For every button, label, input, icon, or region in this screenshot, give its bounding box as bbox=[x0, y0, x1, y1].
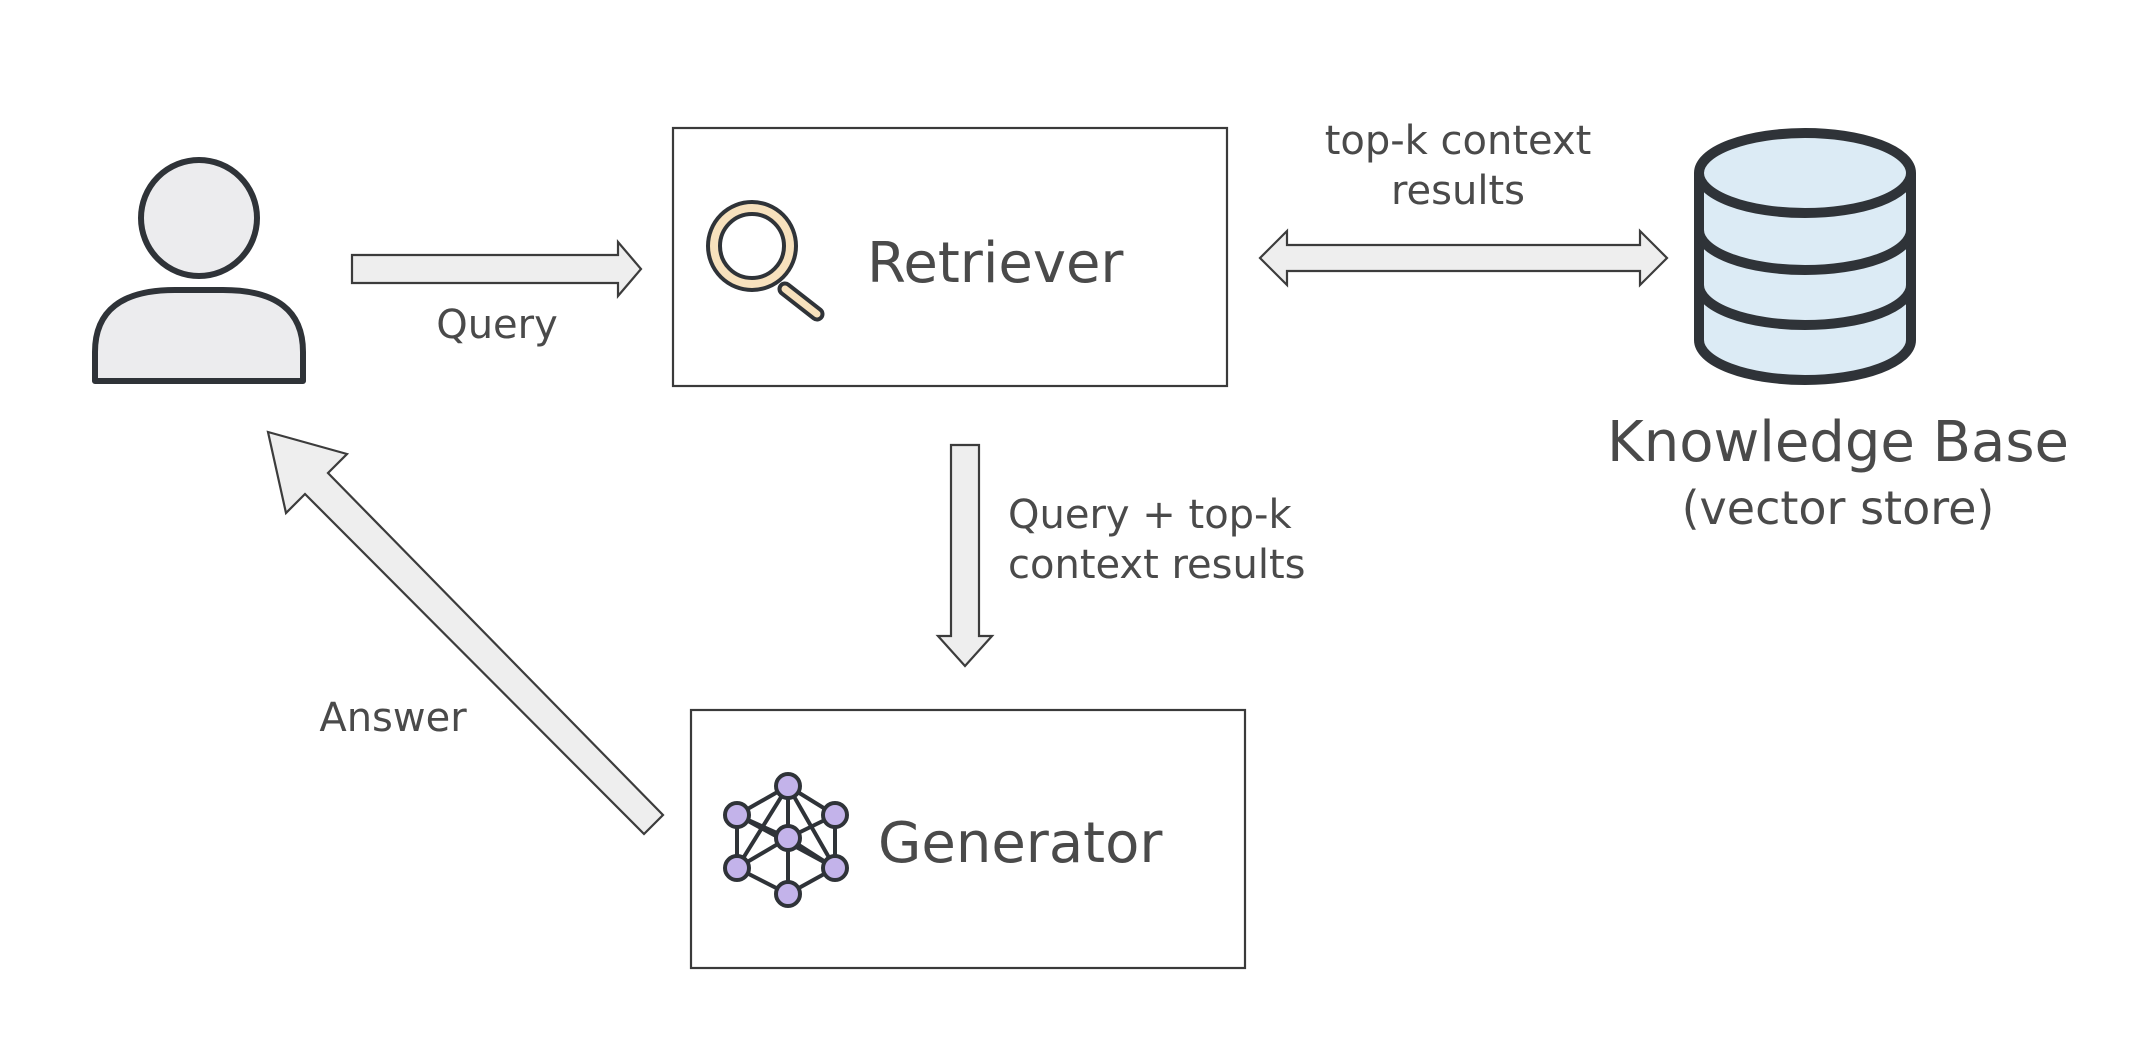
answer-arrow-shape bbox=[266, 430, 665, 836]
topk-context-label-line1: top-k context bbox=[1325, 118, 1592, 164]
generator-label: Generator bbox=[878, 811, 1163, 876]
database-icon bbox=[1694, 128, 1916, 385]
user-icon bbox=[92, 157, 306, 384]
knowledge-base-label: Knowledge Base bbox=[1607, 410, 2069, 475]
knowledge-base-sublabel: (vector store) bbox=[1682, 481, 1995, 535]
magnifier-icon bbox=[706, 200, 825, 322]
answer-label: Answer bbox=[319, 695, 467, 741]
neural-network-icon bbox=[723, 772, 849, 908]
retriever-label: Retriever bbox=[867, 231, 1124, 296]
query-arrow bbox=[350, 239, 643, 299]
topk-context-label-line2: results bbox=[1391, 168, 1525, 214]
context-double-arrow bbox=[1258, 228, 1669, 288]
query-label: Query bbox=[436, 302, 558, 348]
query-topk-label-line1: Query + top-k bbox=[1008, 492, 1292, 538]
query-topk-arrow bbox=[935, 443, 995, 668]
query-topk-label-line2: context results bbox=[1008, 542, 1305, 588]
